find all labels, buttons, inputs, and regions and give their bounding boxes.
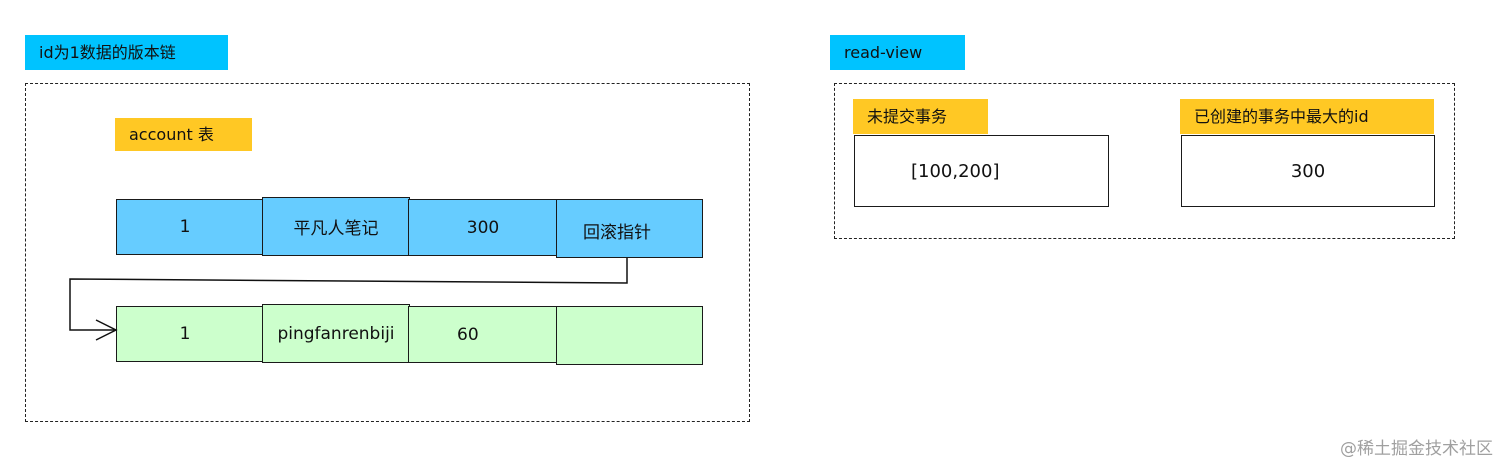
max-created-id-value: 300 bbox=[1181, 135, 1435, 207]
old-row-id: 1 bbox=[116, 306, 264, 362]
current-row-id: 1 bbox=[116, 199, 264, 255]
current-row-name: 平凡人笔记 bbox=[262, 197, 410, 256]
max-created-id-label: 已创建的事务中最大的id bbox=[1180, 99, 1434, 134]
old-row-rollback-pointer bbox=[556, 306, 703, 365]
uncommitted-label: 未提交事务 bbox=[853, 99, 988, 134]
old-row-value: 60 bbox=[408, 306, 558, 363]
account-table-label: account 表 bbox=[115, 118, 252, 151]
read-view-panel bbox=[834, 83, 1455, 239]
uncommitted-value: [100,200] bbox=[854, 135, 1109, 207]
current-row-rollback-pointer: 回滚指针 bbox=[556, 199, 703, 258]
old-row-name: pingfanrenbiji bbox=[262, 304, 410, 363]
current-row-value: 300 bbox=[408, 199, 558, 256]
read-view-title: read-view bbox=[830, 35, 965, 70]
version-chain-title: id为1数据的版本链 bbox=[25, 35, 228, 70]
version-chain-panel bbox=[25, 83, 750, 422]
watermark: @稀土掘金技术社区 bbox=[1340, 439, 1493, 459]
